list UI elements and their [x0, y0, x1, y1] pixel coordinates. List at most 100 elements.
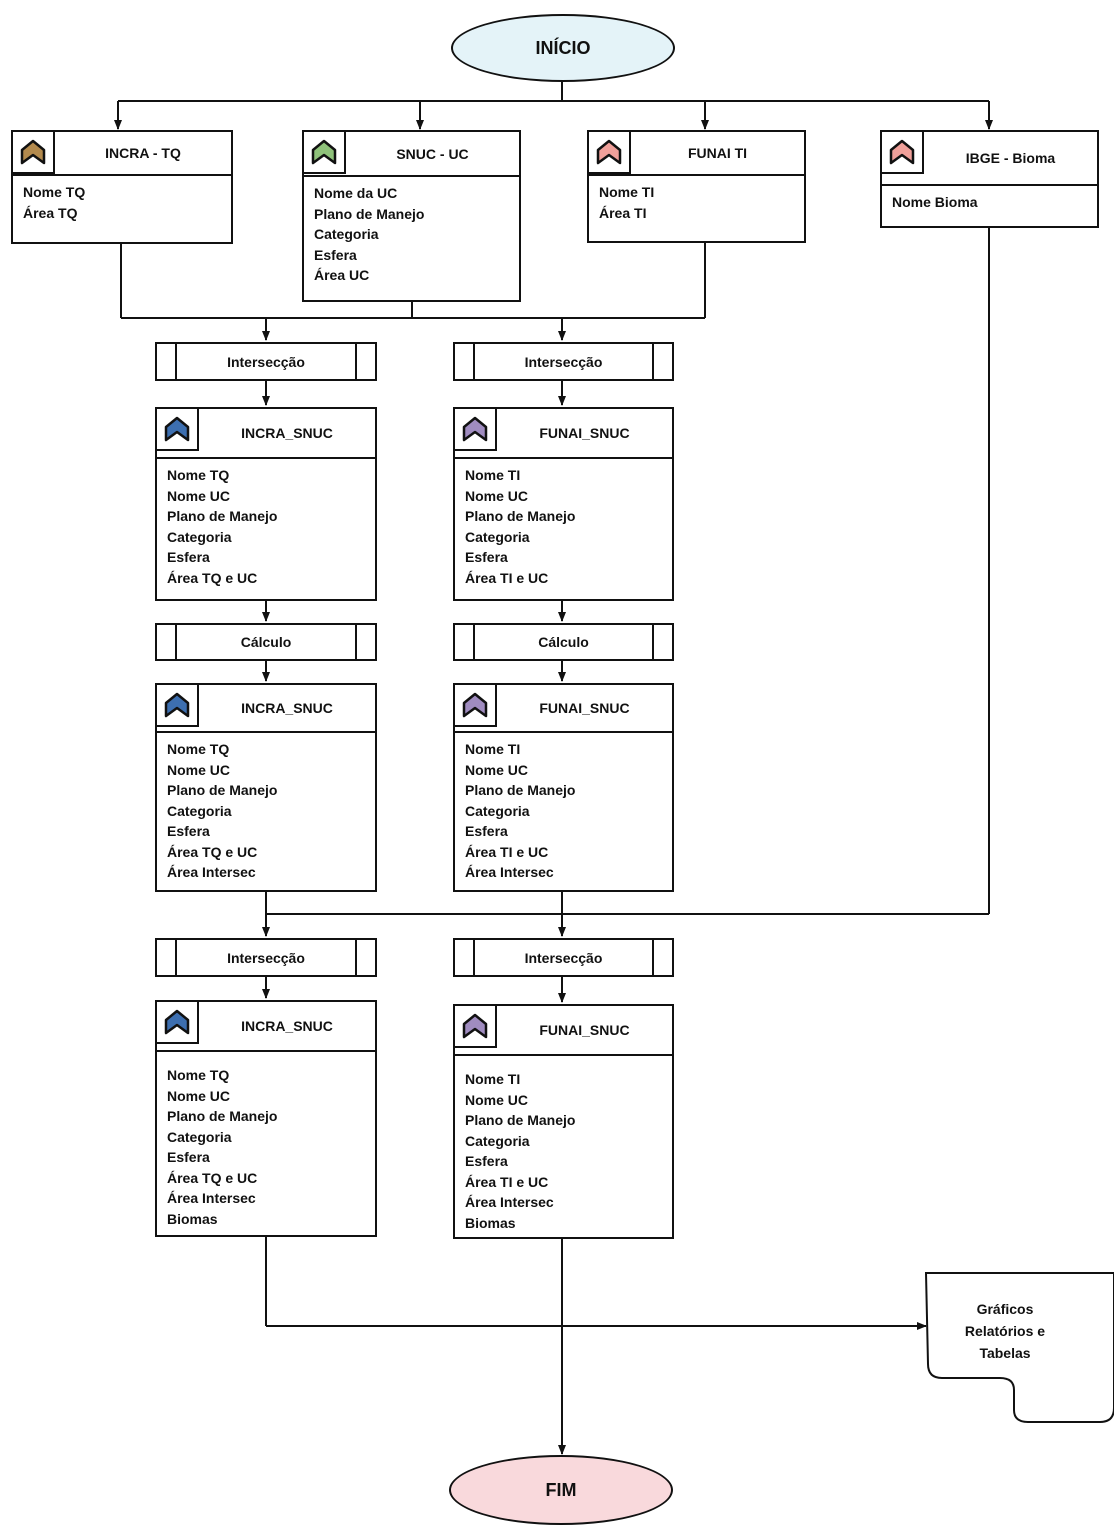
field: Categoria [465, 802, 530, 819]
field: Esfera [167, 549, 210, 565]
tag-icon [157, 409, 199, 451]
start-terminal: INÍCIO [451, 14, 675, 82]
stage1-funai-snuc-fields: Nome TI Nome UC Plano de Manejo Categori… [455, 459, 672, 594]
process-label: Intersecção [227, 949, 305, 966]
field: Área Intersec [465, 1194, 554, 1210]
source-snuc-uc-title: SNUC - UC [396, 145, 469, 162]
output-line: Relatórios e [964, 1323, 1046, 1339]
field: Esfera [167, 823, 210, 839]
field: Plano de Manejo [465, 508, 576, 524]
end-terminal: FIM [449, 1455, 673, 1525]
field: Esfera [465, 823, 508, 839]
field: Área TQ e UC [167, 1169, 258, 1186]
source-incra-tq-fields: Nome TQ Área TQ [13, 176, 231, 229]
stage1-funai-snuc-title: FUNAI_SNUC [539, 425, 630, 441]
process-intersection-right-2: Intersecção [453, 938, 674, 977]
field: Categoria [167, 1128, 232, 1145]
stage2-incra-snuc-fields: Nome TQ Nome UC Plano de Manejo Categori… [157, 733, 375, 889]
field: Plano de Manejo [167, 1108, 278, 1124]
stage3-funai-snuc-title: FUNAI_SNUC [539, 1022, 630, 1038]
field: Esfera [314, 246, 357, 263]
field: Área TI e UC [465, 843, 549, 860]
stage2-funai-snuc: FUNAI_SNUC Nome TI Nome UC Plano de Mane… [453, 683, 674, 892]
tag-icon [455, 409, 497, 451]
stage1-incra-snuc: INCRA_SNUC Nome TQ Nome UC Plano de Mane… [155, 407, 377, 601]
field: Nome UC [465, 487, 529, 504]
field: Plano de Manejo [167, 508, 278, 524]
field: Área TI [599, 204, 647, 221]
field: Nome UC [167, 1087, 231, 1104]
process-intersection-left-2: Intersecção [155, 938, 377, 977]
tag-icon [157, 1002, 199, 1044]
field: Área TQ [23, 204, 78, 221]
stage3-incra-snuc: INCRA_SNUC Nome TQ Nome UC Plano de Mane… [155, 1000, 377, 1237]
field: Plano de Manejo [314, 205, 425, 222]
field: Nome TI [465, 467, 521, 483]
stage2-funai-snuc-fields: Nome TI Nome UC Plano de Manejo Categori… [455, 733, 672, 889]
field: Categoria [314, 226, 379, 242]
field: Nome TI [599, 184, 655, 200]
field: Nome TQ [23, 184, 86, 200]
source-ibge-bioma: IBGE - Bioma Nome Bioma [880, 130, 1099, 228]
source-incra-tq: INCRA - TQ Nome TQ Área TQ [11, 130, 233, 244]
field: Área TQ e UC [167, 569, 258, 586]
tag-icon [589, 132, 631, 174]
stage1-funai-snuc: FUNAI_SNUC Nome TI Nome UC Plano de Mane… [453, 407, 674, 601]
field: Área UC [314, 267, 370, 283]
field: Biomas [167, 1210, 218, 1227]
tag-icon [455, 1006, 497, 1048]
field: Nome Bioma [892, 194, 978, 210]
process-calculation-left: Cálculo [155, 623, 377, 661]
process-label: Cálculo [538, 634, 589, 650]
field: Área TI e UC [465, 569, 549, 586]
source-snuc-uc-fields: Nome da UC Plano de Manejo Categoria Esf… [304, 177, 519, 292]
field: Nome UC [465, 761, 529, 778]
field: Categoria [167, 802, 232, 819]
output-document: Gráficos Relatórios e Tabelas [930, 1298, 1080, 1364]
stage2-funai-snuc-title: FUNAI_SNUC [539, 700, 630, 716]
process-label: Cálculo [240, 634, 292, 650]
source-incra-tq-title: INCRA - TQ [105, 145, 181, 161]
field: Nome UC [167, 761, 231, 778]
source-funai-ti: FUNAI TI Nome TI Área TI [587, 130, 806, 243]
field: Esfera [465, 549, 508, 565]
tag-icon [455, 685, 497, 727]
process-label: Intersecção [524, 949, 603, 966]
output-line: Gráficos [976, 1301, 1034, 1317]
stage3-funai-snuc: FUNAI_SNUC Nome TI Nome UC Plano de Mane… [453, 1004, 674, 1239]
field: Área Intersec [465, 864, 554, 880]
field: Nome TQ [167, 467, 230, 483]
output-document-shape [924, 1272, 1114, 1423]
process-label: Intersecção [227, 353, 305, 370]
process-label: Intersecção [524, 353, 603, 370]
field: Esfera [465, 1153, 508, 1169]
field: Nome TI [465, 1071, 521, 1087]
stage2-incra-snuc-title: INCRA_SNUC [241, 700, 333, 716]
field: Plano de Manejo [465, 1112, 576, 1128]
stage3-incra-snuc-fields: Nome TQ Nome UC Plano de Manejo Categori… [157, 1052, 375, 1235]
field: Área Intersec [167, 864, 256, 880]
field: Área TI e UC [465, 1173, 549, 1190]
field: Plano de Manejo [465, 782, 576, 798]
tag-icon [882, 132, 924, 174]
field: Categoria [465, 528, 530, 545]
source-snuc-uc: SNUC - UC Nome da UC Plano de Manejo Cat… [302, 130, 521, 302]
source-ibge-bioma-fields: Nome Bioma [882, 186, 1097, 219]
field: Área TQ e UC [167, 843, 258, 860]
field: Biomas [465, 1214, 516, 1231]
field: Nome TI [465, 741, 521, 757]
field: Nome da UC [314, 185, 398, 201]
source-ibge-bioma-title: IBGE - Bioma [965, 150, 1056, 166]
output-line: Tabelas [979, 1345, 1031, 1361]
stage3-funai-snuc-fields: Nome TI Nome UC Plano de Manejo Categori… [455, 1056, 672, 1239]
source-funai-ti-title: FUNAI TI [687, 145, 748, 161]
field: Nome UC [465, 1091, 529, 1108]
stage2-incra-snuc: INCRA_SNUC Nome TQ Nome UC Plano de Mane… [155, 683, 377, 892]
field: Nome UC [167, 487, 231, 504]
source-funai-ti-fields: Nome TI Área TI [589, 176, 804, 229]
field: Nome TQ [167, 1067, 230, 1083]
field: Esfera [167, 1149, 210, 1165]
field: Nome TQ [167, 741, 230, 757]
tag-icon [157, 685, 199, 727]
